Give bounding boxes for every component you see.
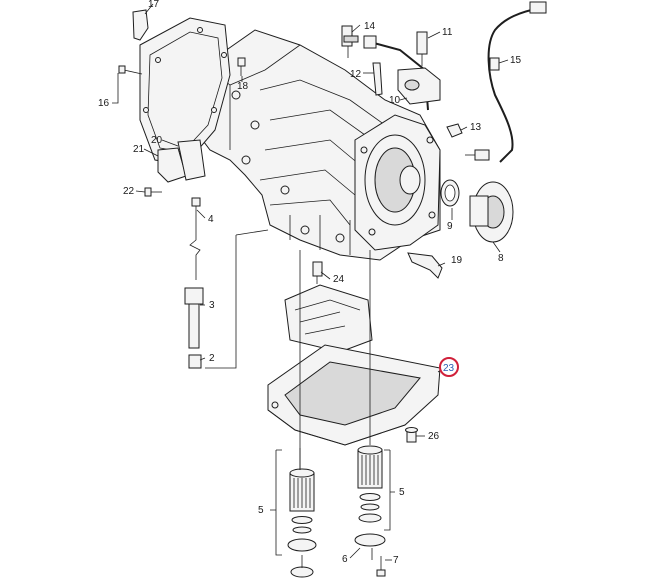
callout-13: 13 (470, 122, 482, 133)
callout-10: 10 (389, 95, 401, 106)
callout-22: 22 (123, 186, 135, 197)
callout-18: 18 (237, 81, 249, 92)
filter-right (354, 445, 386, 547)
bolt-part-18 (237, 57, 246, 76)
rear-housing (354, 114, 441, 251)
callout-24: 24 (333, 274, 345, 285)
callout-4: 4 (208, 214, 214, 225)
callout-16: 16 (98, 98, 110, 109)
bolt-part-22 (144, 187, 162, 197)
seal-part-2 (188, 354, 202, 369)
oil-pan-part-23 (267, 344, 441, 446)
valve-body (284, 284, 373, 353)
callout-21: 21 (133, 144, 145, 155)
callout-17: 17 (148, 0, 160, 10)
callout-7: 7 (393, 555, 399, 566)
callout-20: 20 (151, 135, 163, 146)
gasket-part-21 (157, 147, 187, 183)
fitting-part-24 (312, 261, 323, 284)
bell-housing-flange (139, 17, 231, 166)
bracket-part-12 (372, 62, 383, 96)
sensor-part-14 (341, 25, 359, 58)
callout-23: 23 (443, 363, 455, 374)
bolt-part-7 (376, 556, 386, 577)
callout-11: 11 (442, 27, 453, 38)
callout-labels: 17 14 11 15 16 18 12 10 13 20 21 22 9 8 … (98, 0, 522, 566)
callout-5-right: 5 (399, 487, 405, 498)
callout-5-left: 5 (258, 505, 264, 516)
callout-8: 8 (498, 253, 504, 264)
callout-26: 26 (428, 431, 440, 442)
cover-part-20 (177, 139, 206, 181)
connector-part-11 (416, 31, 428, 66)
drain-plug-part-26 (405, 427, 418, 443)
plug-part-13 (446, 123, 463, 138)
highlight-circle (439, 357, 459, 377)
bracket-part-17 (132, 9, 149, 41)
leader-lines (112, 3, 509, 568)
highlighted-callout-23[interactable]: 23 (437, 357, 459, 377)
filter-left (287, 468, 317, 578)
callout-14: 14 (364, 21, 376, 32)
plate-part-10 (397, 67, 441, 105)
fill-tube-part-3 (184, 287, 204, 349)
callout-2: 2 (209, 353, 215, 364)
callout-3: 3 (209, 300, 215, 311)
callout-12: 12 (350, 69, 362, 80)
callout-19: 19 (451, 255, 463, 266)
seal-part-9 (440, 179, 460, 207)
callout-15: 15 (510, 55, 522, 66)
dipstick-part-4 (189, 197, 201, 280)
sensor-right (465, 149, 490, 161)
flange-part-8 (469, 181, 514, 243)
bracket-part-19 (407, 252, 443, 279)
callout-6: 6 (342, 554, 348, 565)
bolt-part-16 (118, 65, 143, 75)
callout-9: 9 (447, 221, 453, 232)
